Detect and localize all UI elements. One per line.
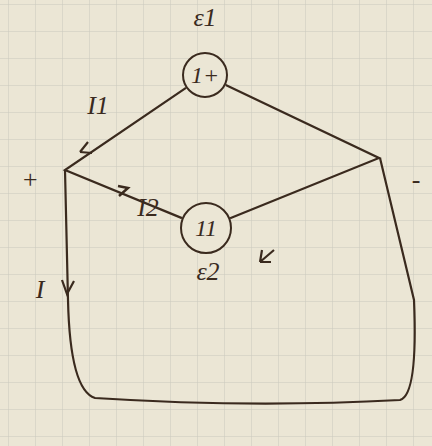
circuit-label: + — [19, 166, 41, 194]
source-circle: 1+ — [182, 52, 228, 98]
circuit-label: I2 — [135, 194, 161, 222]
circuit-label: I — [34, 276, 47, 304]
wire — [226, 85, 379, 218]
wire — [65, 88, 186, 218]
current-arrow — [62, 280, 74, 294]
outer-loop-wire — [65, 158, 415, 404]
current-arrow — [80, 142, 92, 153]
circuit-label: - — [410, 166, 423, 194]
source-symbol: 11 — [195, 216, 217, 240]
circuit-label: ε2 — [194, 258, 221, 286]
source-symbol: 1+ — [191, 63, 219, 87]
circuit-label: I1 — [85, 92, 111, 120]
source-circle: 11 — [180, 202, 232, 254]
current-arrow — [260, 250, 274, 262]
circuit-label: ε1 — [191, 4, 218, 32]
